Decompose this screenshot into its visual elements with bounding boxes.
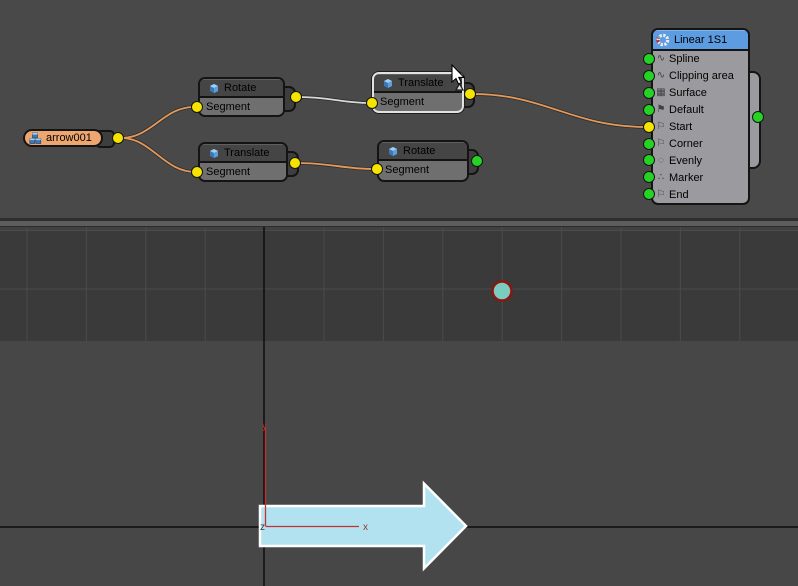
row-end: ⚐End — [653, 186, 748, 203]
linear-port-surface[interactable] — [642, 86, 655, 99]
z-axis-label: z — [260, 522, 265, 533]
segmented-ring-icon — [656, 33, 670, 46]
node-title: Translate — [224, 146, 270, 159]
wire-translate-to-linear-start[interactable] — [472, 93, 647, 128]
linear-port-corner[interactable] — [642, 137, 655, 150]
viewport-canvas[interactable]: y x z — [0, 226, 798, 586]
arrow001-output-port[interactable] — [111, 131, 124, 144]
y-axis-label: y — [262, 421, 267, 432]
node-linear-1s1[interactable]: Linear 1S1 ∿Spline ∿Clipping area ▦Surfa… — [642, 28, 764, 205]
linear-port-clipping-area[interactable] — [642, 69, 655, 82]
translate-bottom-input-port[interactable] — [190, 165, 203, 178]
cube-icon — [210, 83, 218, 93]
cube-icon — [389, 146, 397, 156]
rotate-top-input-port[interactable] — [190, 100, 203, 113]
linear-port-start[interactable] — [642, 120, 655, 133]
linear-port-marker[interactable] — [642, 171, 655, 184]
node-row-label: Segment — [385, 163, 430, 176]
linear-port-evenly[interactable] — [642, 154, 655, 167]
cubes-icon — [29, 132, 42, 144]
node-title: Translate — [398, 76, 444, 89]
node-title: Linear 1S1 — [674, 33, 728, 46]
spline-icon: ∿ — [656, 70, 666, 82]
x-axis-label: x — [363, 522, 368, 533]
flag-icon: ⚐ — [656, 121, 666, 132]
grid-lines — [0, 226, 798, 341]
linear-output-port[interactable] — [751, 110, 764, 123]
end-flag-icon: ⚐ — [656, 188, 666, 200]
grid-top-strip — [0, 226, 798, 231]
linear-port-default[interactable] — [642, 103, 655, 116]
wire-source-to-translate-bottom[interactable] — [120, 137, 197, 173]
spline-icon: ∿ — [656, 53, 666, 65]
row-marker: ∴Marker — [653, 169, 748, 186]
grid-region — [0, 226, 798, 341]
node-row-label: Segment — [380, 95, 425, 108]
row-surface: ▦Surface — [653, 85, 748, 102]
flag-filled-icon: ⚑ — [656, 104, 666, 116]
viewport-floor — [0, 341, 798, 586]
arrow-spline-object[interactable] — [258, 480, 468, 572]
node-editor-canvas[interactable]: arrow001 Rotate Segment — [0, 0, 798, 218]
wire-rotate-top-to-translate-highlighted[interactable] — [298, 96, 371, 104]
node-translate-bottom[interactable]: Translate Segment — [190, 142, 301, 182]
translate-selected-output-port[interactable] — [463, 87, 476, 100]
rotate-top-output-port[interactable] — [289, 90, 302, 103]
linear-port-end[interactable] — [642, 188, 655, 201]
node-label: arrow001 — [46, 132, 92, 144]
translate-bottom-output-port[interactable] — [288, 156, 301, 169]
corner-flag-icon: ⚐ — [656, 137, 666, 149]
linear-port-spline[interactable] — [642, 53, 655, 65]
node-arrow001[interactable]: arrow001 — [23, 129, 124, 148]
node-translate-selected[interactable]: Translate Segment — [366, 72, 476, 113]
node-rotate-top[interactable]: Rotate Segment — [190, 77, 302, 117]
node-rotate-bottom[interactable]: Rotate Segment — [370, 140, 483, 182]
wire-source-to-rotate-top[interactable] — [120, 106, 195, 139]
node-row-label: Segment — [206, 165, 251, 178]
node-title: Rotate — [224, 81, 257, 94]
row-corner: ⚐Corner — [653, 135, 748, 152]
cube-icon — [210, 148, 218, 158]
node-title: Rotate — [403, 144, 436, 157]
row-clipping-area: ∿Clipping area — [653, 68, 748, 85]
wire-translate-bottom-to-rotate-bottom[interactable] — [297, 162, 375, 170]
marker-icon: ∴ — [657, 171, 665, 183]
rotate-bottom-output-port[interactable] — [470, 154, 483, 167]
cube-icon — [384, 78, 392, 88]
row-evenly: ◌Evenly — [653, 152, 748, 169]
linear-input-rows: ∿Spline ∿Clipping area ▦Surface ⚑Default… — [653, 51, 748, 203]
node-row-label: Segment — [206, 100, 251, 113]
surface-icon: ▦ — [656, 87, 666, 99]
row-spline: ∿Spline — [653, 51, 748, 68]
row-default: ⚑Default — [653, 102, 748, 119]
spline-start-point[interactable] — [491, 280, 513, 302]
row-start: ⚐Start — [653, 119, 748, 136]
panel-splitter-shadow — [0, 218, 798, 221]
rotate-bottom-input-port[interactable] — [370, 163, 383, 175]
translate-selected-input-port[interactable] — [366, 96, 378, 109]
panel-splitter[interactable] — [0, 221, 798, 227]
evenly-icon: ◌ — [658, 154, 664, 166]
axis-gizmo[interactable] — [264, 428, 360, 528]
